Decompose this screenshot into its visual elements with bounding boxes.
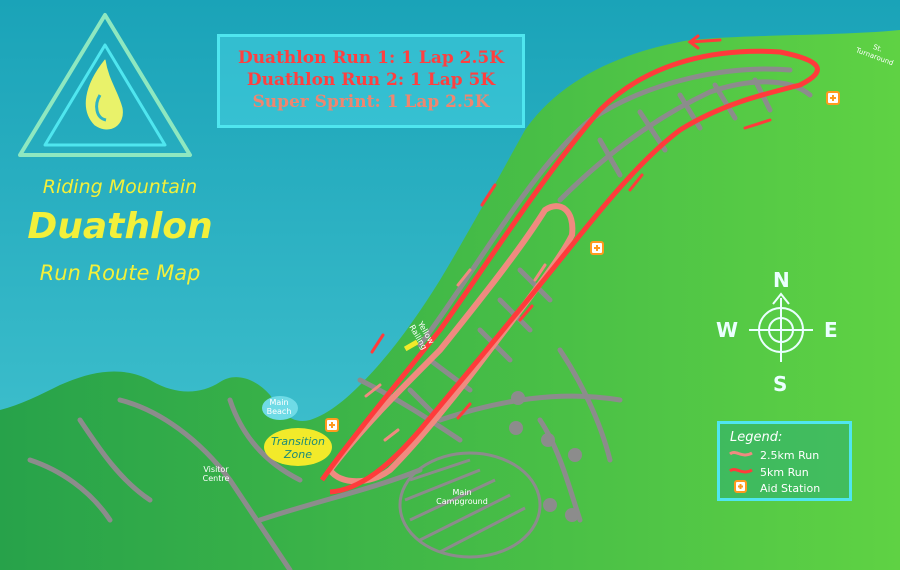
distance-duathlon-run-1: Duathlon Run 1: 1 Lap 2.5K [237,48,505,68]
title-line-3: Run Route Map [39,261,201,285]
compass-west: W [716,318,739,342]
campground-area [398,451,542,559]
compass-south: S [773,372,788,396]
route-2-5k [326,203,576,485]
legend-item-aid-station: Aid Station [760,482,821,495]
yellow-railing-marker [403,339,419,352]
main-campground-label: Main Campground [436,488,488,506]
compass-rose [749,292,813,362]
distance-super-sprint: Super Sprint: 1 Lap 2.5K [252,92,490,112]
transition-zone-ellipse [264,428,332,466]
map-title: Riding Mountain Duathlon Run Route Map [0,170,240,285]
compass-north: N [773,268,790,292]
aid-stations [325,91,840,432]
map-legend: Legend: 2.5km Run 5km Run Aid Station [717,421,852,501]
main-beach-label: Main Beach [266,398,292,416]
compass-east: E [824,318,838,342]
legend-symbols [729,451,753,493]
title-line-1: Riding Mountain [42,176,198,198]
main-beach-area [262,396,298,420]
route-distances-box: Duathlon Run 1: 1 Lap 2.5K Duathlon Run … [217,34,525,128]
legend-item-2-5km: 2.5km Run [760,449,820,462]
visitor-centre-label: Visitor Centre [202,465,230,483]
direction-arrows [364,34,772,442]
road-cul-de-sacs [509,391,582,522]
event-logo [18,13,192,157]
transition-zone-label: Transition Zone [271,435,325,461]
route-5k [319,48,820,495]
legend-item-5km: 5km Run [760,466,809,479]
distance-duathlon-run-2: Duathlon Run 2: 1 Lap 5K [246,70,496,90]
legend-title: Legend: [730,430,783,445]
title-line-2: Duathlon [27,206,213,247]
